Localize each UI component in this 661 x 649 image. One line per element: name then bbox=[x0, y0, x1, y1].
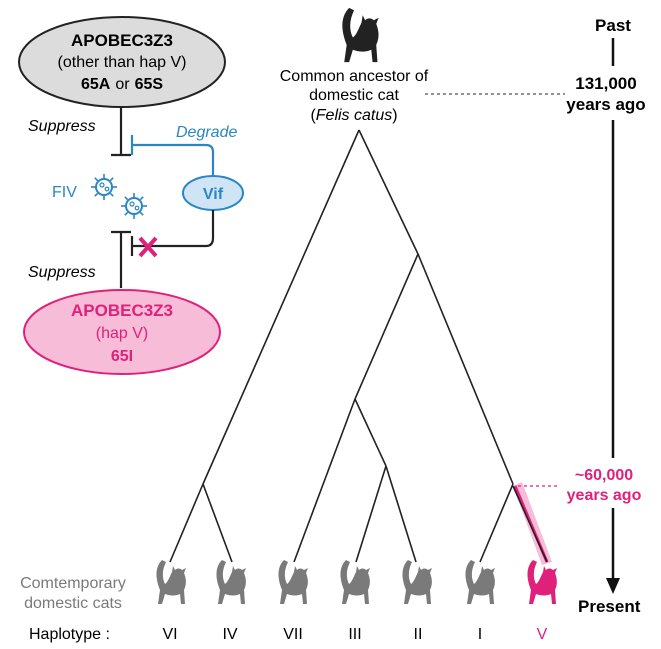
allele-or: or bbox=[115, 76, 130, 93]
branch-leaf-v bbox=[512, 485, 548, 563]
suppress-bottom-label: Suppress bbox=[28, 264, 96, 281]
branch-clade-b bbox=[417, 253, 514, 485]
apobec-other-detail: (other than hap V) bbox=[58, 54, 187, 71]
timeline-t2-unit: years ago bbox=[567, 487, 642, 504]
degrade-label: Degrade bbox=[176, 124, 237, 141]
suppress-bottom-inhibitor bbox=[111, 230, 131, 288]
contemporary-label-line2: domestic cats bbox=[24, 595, 122, 612]
contemporary-label-line1: Comtemporary bbox=[20, 575, 126, 592]
cat-icon-hap-iv bbox=[216, 560, 246, 604]
fiv-virus-icon bbox=[90, 173, 118, 201]
fiv-virus-icon-2 bbox=[120, 192, 148, 220]
allele-65s: 65S bbox=[135, 76, 164, 93]
timeline-t1-unit: years ago bbox=[566, 95, 645, 114]
block-x-icon bbox=[138, 236, 158, 258]
fiv-label: FIV bbox=[52, 184, 77, 201]
branch-leaf-iii bbox=[355, 465, 387, 563]
cat-icon-hap-i bbox=[465, 560, 495, 604]
haplotype-label-i: I bbox=[478, 626, 482, 643]
haplotype-label-iii: III bbox=[348, 626, 361, 643]
suppress-top-label: Suppress bbox=[28, 118, 96, 135]
haplotype-label-ii: II bbox=[414, 626, 423, 643]
ancestor-paren-open: ( bbox=[310, 107, 316, 124]
timeline-arrow bbox=[606, 38, 620, 594]
apobec-hapv-node: APOBEC3Z3 (hap V) 65I bbox=[23, 289, 221, 375]
suppress-top-inhibitor bbox=[111, 108, 131, 157]
ancestor-cat-icon bbox=[342, 7, 379, 63]
apobec-hapv-ellipse bbox=[23, 289, 221, 375]
branch-leaf-ii bbox=[385, 465, 417, 563]
vif-label: Vif bbox=[203, 186, 224, 203]
cat-icon-hap-v bbox=[527, 560, 557, 604]
timeline-past: Past bbox=[595, 16, 631, 35]
ancestor-label-line3: (Felis catus) bbox=[310, 107, 397, 124]
timeline-arrowhead bbox=[606, 578, 620, 594]
haplotype-label-iv: IV bbox=[222, 626, 237, 643]
branch-root-right bbox=[358, 129, 419, 255]
apobec-other-name: APOBEC3Z3 bbox=[71, 31, 173, 50]
branch-leaf-vii bbox=[293, 398, 356, 563]
branch-leaf-i bbox=[479, 483, 514, 563]
branch-leaf-vi bbox=[169, 483, 204, 563]
phylogenetic-tree bbox=[169, 129, 548, 563]
haplotype-label-v: V bbox=[537, 626, 548, 643]
ancestor-label-line2: domestic cat bbox=[309, 87, 399, 104]
contemporary-cats bbox=[156, 560, 557, 604]
blocked-degrade-inhibitor bbox=[130, 210, 215, 256]
degrade-inhibitor bbox=[130, 135, 215, 176]
apobec-hapv-name: APOBEC3Z3 bbox=[71, 301, 173, 320]
cat-icon-hap-vii bbox=[278, 560, 308, 604]
ancestor-label-line1: Common ancestor of bbox=[280, 68, 429, 85]
ancestor-paren-close: ) bbox=[392, 107, 397, 124]
allele-65a: 65A bbox=[81, 76, 111, 93]
haplotype-label-vii: VII bbox=[283, 626, 303, 643]
haplotype-axis-label: Haplotype : bbox=[29, 626, 110, 643]
vif-node: Vif bbox=[182, 175, 244, 211]
cat-icon-hap-ii bbox=[402, 560, 432, 604]
timeline-present: Present bbox=[578, 597, 641, 616]
cat-icon-hap-iii bbox=[340, 560, 370, 604]
ancestor-species: Felis catus bbox=[316, 107, 392, 124]
branch-root-left bbox=[202, 129, 360, 485]
apobec-other-ellipse bbox=[18, 16, 226, 108]
timeline-t1-value: 131,000 bbox=[575, 74, 636, 93]
timeline-t2-value: ~60,000 bbox=[575, 467, 633, 484]
haplotype-label-vi: VI bbox=[162, 626, 177, 643]
branch-clade-a bbox=[354, 253, 419, 400]
apobec-hapv-detail: (hap V) bbox=[96, 325, 148, 342]
apobec-hapv-allele: 65I bbox=[111, 348, 133, 365]
branch-leaf-iv bbox=[202, 483, 233, 563]
branch-clade-c bbox=[354, 398, 387, 467]
cat-icon-hap-vi bbox=[156, 560, 186, 604]
